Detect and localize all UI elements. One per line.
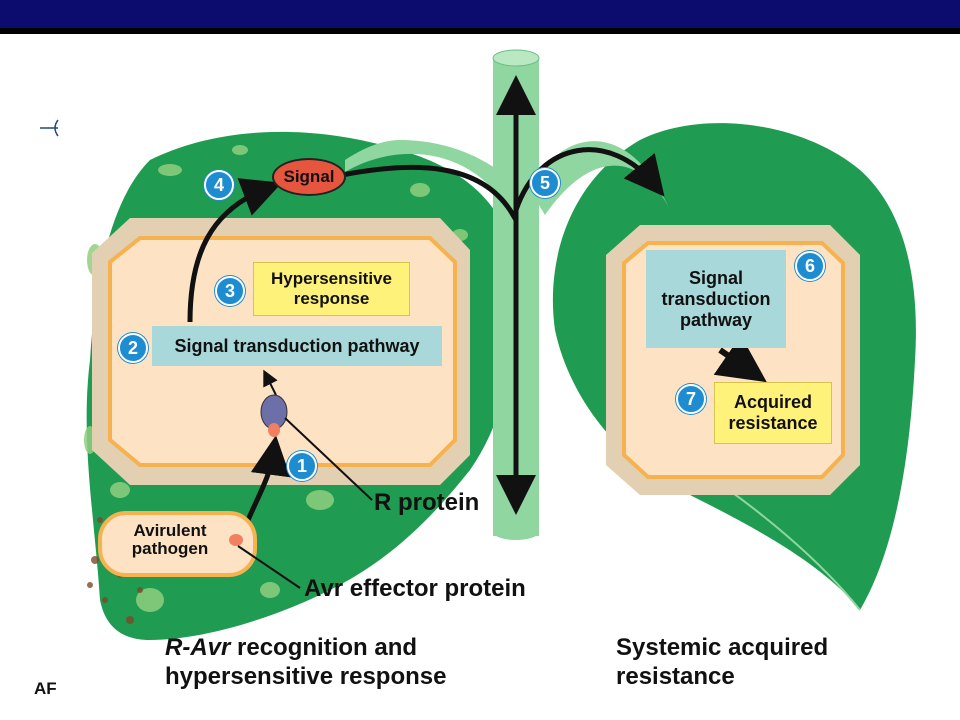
step-7-badge: 7	[676, 384, 706, 414]
signal-node: Signal	[272, 158, 346, 196]
avr-effector-pointer	[237, 545, 301, 589]
stem-top	[492, 49, 540, 67]
arrow-signal-to-stem	[341, 164, 519, 222]
r-protein-shape	[260, 394, 288, 437]
r-protein-label: R protein	[374, 489, 480, 516]
title-bar	[0, 0, 960, 28]
acquired-resistance-box: Acquired resistance	[714, 382, 832, 444]
signal-transduction-right-box: Signal transduction pathway	[646, 250, 786, 348]
hypersensitive-response-box: Hypersensitive response	[253, 262, 410, 316]
left-caption-prefix: R-Avr	[165, 634, 231, 661]
step-3-badge: 3	[215, 276, 245, 306]
arrow-stem-to-right-leaf	[513, 147, 665, 211]
avr-effector-shape	[229, 534, 243, 546]
step-2-badge: 2	[118, 333, 148, 363]
left-caption-rest: recognition and	[230, 634, 418, 661]
step-4-badge: 4	[204, 170, 234, 200]
small-bracket-icon	[40, 119, 59, 137]
arrow-to-pathway	[263, 369, 278, 396]
title-bar-underline	[0, 28, 960, 34]
signal-transduction-left-box: Signal transduction pathway	[152, 326, 442, 366]
left-caption-line2: hypersensitive response	[165, 662, 447, 690]
step-6-badge: 6	[795, 251, 825, 281]
step-5-badge: 5	[530, 168, 560, 198]
left-caption: R-Avr recognition and hypersensitive res…	[165, 634, 446, 692]
avirulent-pathogen-label: Avirulent pathogen	[131, 521, 209, 559]
pathogen-cell	[98, 511, 257, 577]
avr-effector-protein-label: Avr effector protein	[304, 575, 526, 602]
step-1-badge: 1	[287, 451, 317, 481]
arrow-to-signal	[187, 178, 283, 323]
right-caption: Systemic acquired resistance	[616, 634, 828, 692]
stem-bottom	[493, 524, 539, 540]
stem-branch-left	[345, 140, 528, 230]
arrow-pathway-to-resistance	[713, 335, 767, 383]
right-caption-line2: resistance	[616, 662, 735, 690]
right-caption-line1: Systemic acquired	[616, 634, 829, 661]
footer-fragment: AF	[34, 679, 57, 698]
r-protein-pointer	[284, 417, 373, 501]
